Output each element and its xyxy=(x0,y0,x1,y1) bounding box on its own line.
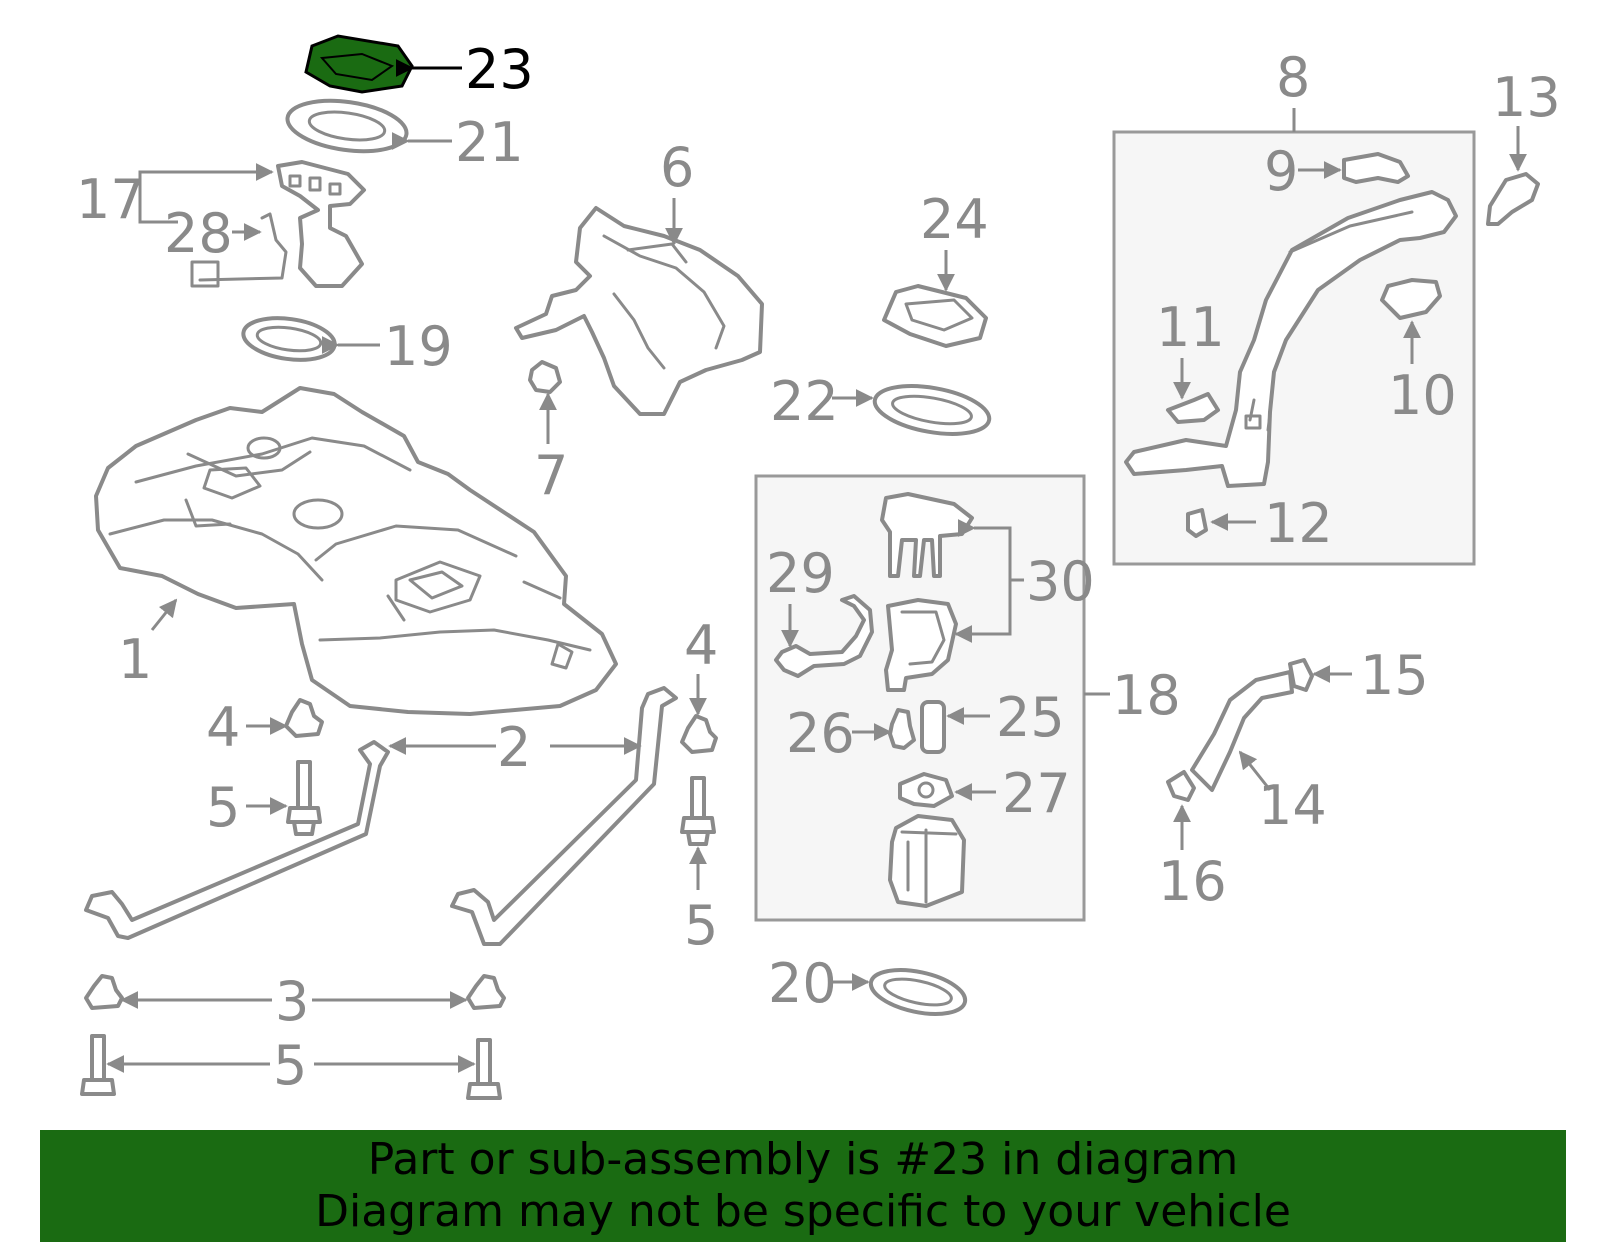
part-24-cover: 24 xyxy=(882,188,989,348)
part-17-sender: 17 28 xyxy=(76,160,366,288)
callout-28: 28 xyxy=(164,202,233,265)
callout-5-right: 5 xyxy=(684,894,718,957)
callout-10: 10 xyxy=(1388,364,1457,427)
callout-11: 11 xyxy=(1156,296,1225,359)
callout-7: 7 xyxy=(534,444,568,507)
callout-20: 20 xyxy=(768,952,837,1015)
part-4-nut-left: 4 xyxy=(206,696,324,759)
part-14-hose: 14 xyxy=(1190,670,1327,837)
part-15-clamp: 15 xyxy=(1288,644,1429,707)
part-8-filler-box: 8 9 10 11 12 xyxy=(1112,46,1476,566)
callout-21: 21 xyxy=(455,111,524,174)
callout-5-left: 5 xyxy=(206,776,240,839)
callout-3: 3 xyxy=(275,970,309,1033)
part-20-gasket: 20 xyxy=(768,952,968,1016)
callout-16: 16 xyxy=(1158,850,1227,913)
callout-1: 1 xyxy=(118,628,152,691)
banner-line-2: Diagram may not be specific to your vehi… xyxy=(315,1186,1291,1237)
part-4-nut-right: 4 xyxy=(680,614,718,754)
callout-15: 15 xyxy=(1360,644,1429,707)
callout-17: 17 xyxy=(76,168,145,231)
callout-24: 24 xyxy=(920,188,989,251)
part-18-pump-module-box: 18 30 29 25 26 27 xyxy=(754,474,1181,922)
callout-23: 23 xyxy=(465,38,534,101)
callout-2: 2 xyxy=(497,716,531,779)
part-1-fuel-tank: 1 xyxy=(94,386,618,716)
part-3-nuts: 3 xyxy=(84,970,506,1033)
part-22-gasket: 22 xyxy=(770,370,992,436)
part-13-cap: 13 xyxy=(1486,66,1561,226)
callout-6: 6 xyxy=(660,136,694,199)
callout-4-right: 4 xyxy=(684,614,718,677)
callout-14: 14 xyxy=(1258,774,1327,837)
banner-line-1: Part or sub-assembly is #23 in diagram xyxy=(367,1134,1239,1185)
part-2-straps: 2 xyxy=(84,686,678,946)
callout-29: 29 xyxy=(766,542,835,605)
part-5-bolt-left: 5 xyxy=(206,760,322,839)
callout-25: 25 xyxy=(996,686,1065,749)
part-23-cover[interactable]: 23 xyxy=(304,34,534,101)
callout-27: 27 xyxy=(1002,762,1071,825)
info-banner: Part or sub-assembly is #23 in diagram D… xyxy=(40,1130,1566,1242)
callout-19: 19 xyxy=(384,315,453,378)
part-5-bolt-right: 5 xyxy=(680,776,718,957)
callout-8: 8 xyxy=(1276,46,1310,109)
callout-22: 22 xyxy=(770,370,839,433)
callout-4-left: 4 xyxy=(206,696,240,759)
part-16-clamp: 16 xyxy=(1158,770,1227,913)
part-21-gasket: 21 xyxy=(285,98,524,174)
callout-26: 26 xyxy=(786,702,855,765)
part-6-heat-shield: 6 xyxy=(514,136,764,416)
callout-9: 9 xyxy=(1264,140,1298,203)
part-19-gasket: 19 xyxy=(241,315,453,378)
callout-13: 13 xyxy=(1492,66,1561,129)
callout-30: 30 xyxy=(1026,550,1095,613)
part-7-clip: 7 xyxy=(528,360,568,507)
callout-5-bottom: 5 xyxy=(273,1034,307,1097)
callout-18: 18 xyxy=(1112,664,1181,727)
callout-12: 12 xyxy=(1264,492,1333,555)
part-5-bolts-bottom: 5 xyxy=(80,1034,502,1100)
